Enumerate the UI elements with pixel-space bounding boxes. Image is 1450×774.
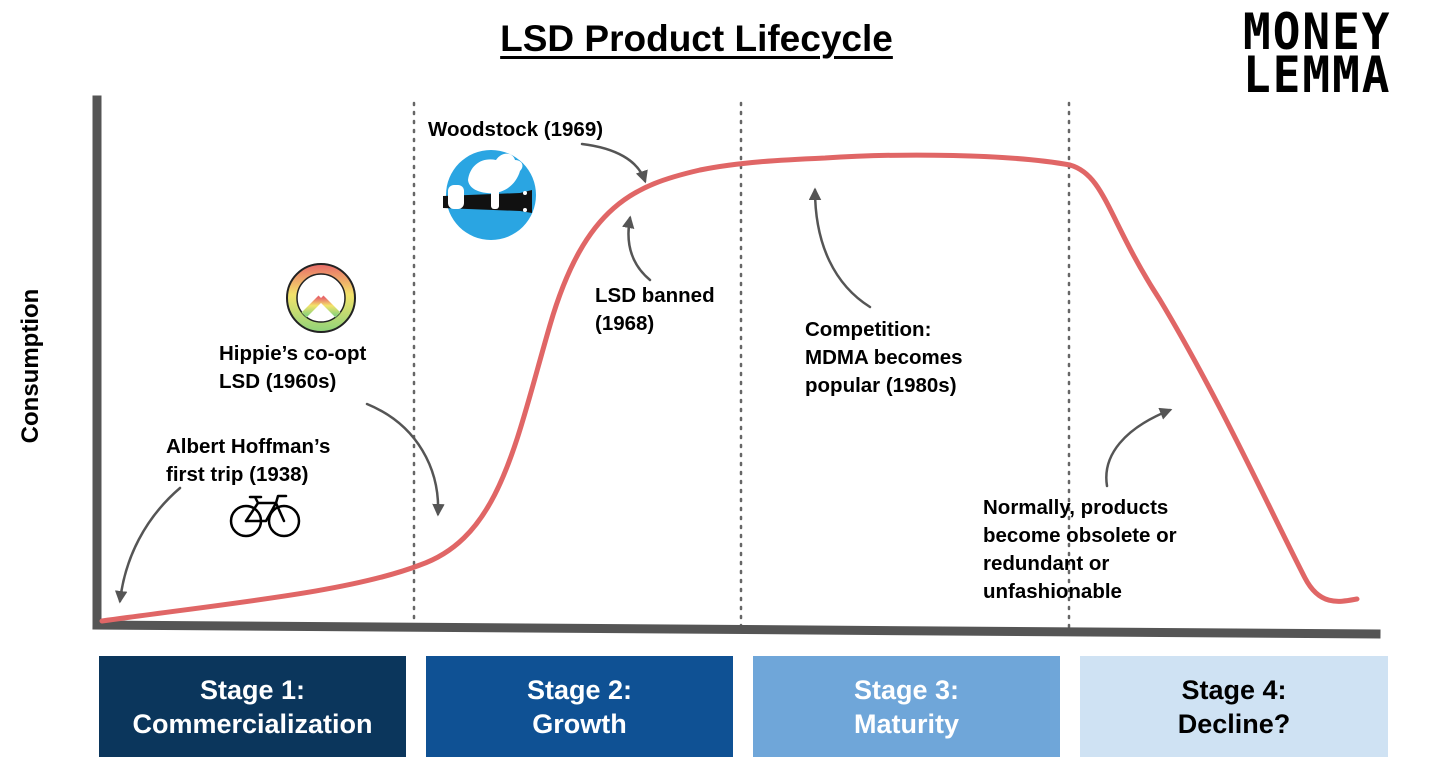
- arrow-hippies: [365, 402, 445, 517]
- x-axis: [92, 620, 1381, 639]
- annotation-woodstock: Woodstock (1969): [428, 118, 604, 141]
- annotation-lsd-banned: LSD banned (1968): [595, 284, 715, 335]
- arrow-competition: [808, 187, 872, 309]
- annotation-hippies: Hippie’s co-opt LSD (1960s): [219, 342, 367, 393]
- arrow-banned: [622, 215, 652, 282]
- arrow-hoffman: [114, 486, 182, 604]
- axes: [92, 95, 1381, 639]
- stage-1-box: Stage 1: Commercialization: [99, 656, 406, 757]
- arrow-decline: [1105, 407, 1173, 488]
- page-title: LSD Product Lifecycle: [500, 18, 893, 59]
- arrow-woodstock: [580, 142, 648, 184]
- annotation-arrows: [114, 142, 1173, 604]
- lifecycle-curve: [99, 152, 1360, 624]
- stage-dividers: [412, 101, 1071, 632]
- y-axis-label: Consumption: [17, 288, 44, 444]
- peace-sign-icon: [286, 263, 356, 333]
- stage-2-box: Stage 2: Growth: [426, 656, 733, 757]
- annotation-decline-note: Normally, products become obsolete or re…: [983, 496, 1177, 603]
- stage-3-box: Stage 3: Maturity: [753, 656, 1060, 757]
- annotation-competition: Competition: MDMA becomes popular (1980s…: [805, 318, 963, 397]
- bicycle-icon: [229, 494, 301, 538]
- woodstock-dove-guitar-icon: [443, 150, 536, 240]
- money-lemma-logo: MONEY LEMMA: [1243, 2, 1429, 104]
- stage-4-box: Stage 4: Decline?: [1080, 656, 1388, 757]
- logo-line-1: MONEY: [1243, 2, 1392, 61]
- logo-line-2: LEMMA: [1243, 45, 1392, 104]
- annotation-hoffman: Albert Hoffman’s first trip (1938): [166, 435, 331, 486]
